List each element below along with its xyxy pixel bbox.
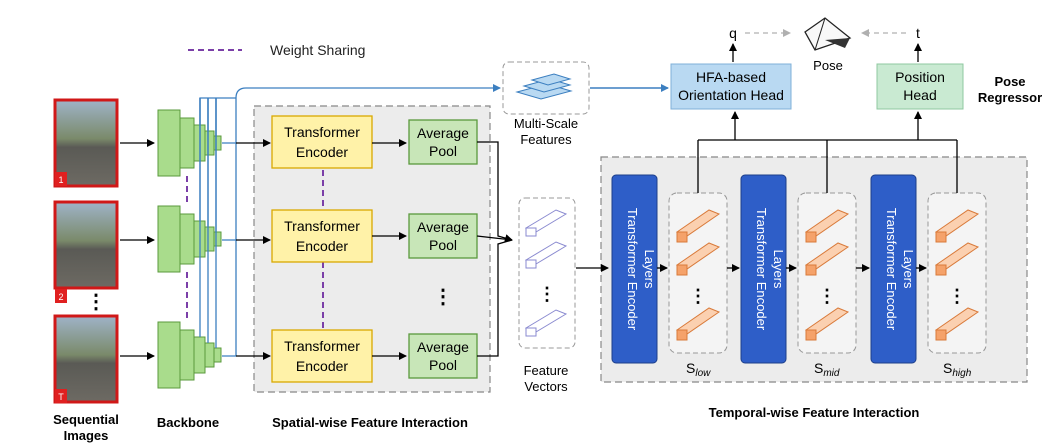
spatial-label: Spatial-wise Feature Interaction — [272, 415, 468, 430]
encoder-t-line1: Transformer — [284, 338, 360, 354]
backbone-label: Backbone — [157, 415, 219, 430]
q-label: q — [729, 25, 737, 41]
s-mid-label: Smid — [814, 360, 840, 379]
encoder-2-line1: Transformer — [284, 218, 360, 234]
token-group-mid: ⋮ — [797, 192, 857, 354]
layers-1-line1: Transformer Encoder — [625, 208, 640, 331]
pose-regressor-line1: Pose — [994, 74, 1025, 89]
position-head-line2: Head — [903, 87, 936, 103]
images-ellipsis: ⋮ — [86, 291, 106, 313]
transformer-layers-2: Transformer Encoder Layers — [740, 174, 787, 364]
encoder-2-line2: Encoder — [296, 238, 348, 254]
layers-3-line2: Layers — [901, 249, 916, 289]
transformer-encoder-t: Transformer Encoder — [271, 329, 373, 383]
backbone-t — [157, 321, 222, 389]
sequential-images-line1: Sequential — [53, 412, 119, 427]
pool-2-line1: Average — [417, 219, 469, 235]
s-high-label: Shigh — [943, 360, 972, 379]
orientation-head-line2: Orientation Head — [678, 87, 784, 103]
orientation-head-line1: HFA-based — [696, 69, 766, 85]
transformer-encoder-2: Transformer Encoder — [271, 209, 373, 263]
pose-camera-icon — [804, 17, 852, 51]
transformer-layers-3: Transformer Encoder Layers — [870, 174, 917, 364]
s-low-label: Slow — [686, 360, 711, 379]
encoder-1-line1: Transformer — [284, 124, 360, 140]
backbone-2 — [157, 205, 222, 273]
layers-2-line1: Transformer Encoder — [754, 208, 769, 331]
encoder-t-line2: Encoder — [296, 358, 348, 374]
input-image-1: 1 — [53, 98, 119, 188]
backbone-1 — [157, 109, 222, 177]
layers-2-line2: Layers — [771, 249, 786, 289]
multiscale-label-1: Multi-Scale — [514, 116, 578, 131]
image-badge-1: 1 — [58, 175, 63, 185]
layers-1-line2: Layers — [642, 249, 657, 289]
input-image-t: T — [53, 314, 119, 404]
layers-3-line1: Transformer Encoder — [884, 208, 899, 331]
t-label: t — [916, 25, 920, 41]
position-head: Position Head — [876, 63, 964, 110]
low-ellipsis: ⋮ — [689, 286, 707, 306]
vectors-ellipsis: ⋮ — [538, 284, 556, 304]
orientation-head: HFA-based Orientation Head — [670, 63, 792, 110]
input-image-2: 2 — [53, 200, 119, 303]
image-badge-2: 2 — [58, 292, 63, 302]
feature-vectors-label-2: Vectors — [524, 379, 568, 394]
pool-t-line1: Average — [417, 339, 469, 355]
pose-regressor-line2: Regressor — [978, 90, 1042, 105]
high-ellipsis: ⋮ — [948, 286, 966, 306]
transformer-layers-1: Transformer Encoder Layers — [611, 174, 658, 364]
image-badge-t: T — [58, 392, 64, 402]
temporal-label: Temporal-wise Feature Interaction — [709, 405, 920, 420]
average-pool-t: Average Pool — [408, 333, 478, 379]
pool-ellipsis: ⋮ — [433, 286, 453, 308]
legend-weight-sharing: Weight Sharing — [270, 42, 365, 58]
multiscale-label-2: Features — [520, 132, 572, 147]
position-head-line1: Position — [895, 69, 945, 85]
feature-vectors-label-1: Feature — [524, 363, 569, 378]
pool-t-line2: Pool — [429, 357, 457, 373]
token-group-low: ⋮ — [668, 192, 728, 354]
pose-label: Pose — [813, 58, 843, 73]
multi-scale-features — [502, 61, 590, 115]
average-pool-1: Average Pool — [408, 119, 478, 165]
pool-1-line2: Pool — [429, 143, 457, 159]
average-pool-2: Average Pool — [408, 213, 478, 259]
encoder-1-line2: Encoder — [296, 144, 348, 160]
token-group-high: ⋮ — [927, 192, 987, 354]
transformer-encoder-1: Transformer Encoder — [271, 115, 373, 169]
sequential-images-line2: Images — [64, 428, 109, 443]
pool-2-line2: Pool — [429, 237, 457, 253]
pool-1-line1: Average — [417, 125, 469, 141]
mid-ellipsis: ⋮ — [818, 286, 836, 306]
feature-vectors: ⋮ — [518, 197, 576, 349]
